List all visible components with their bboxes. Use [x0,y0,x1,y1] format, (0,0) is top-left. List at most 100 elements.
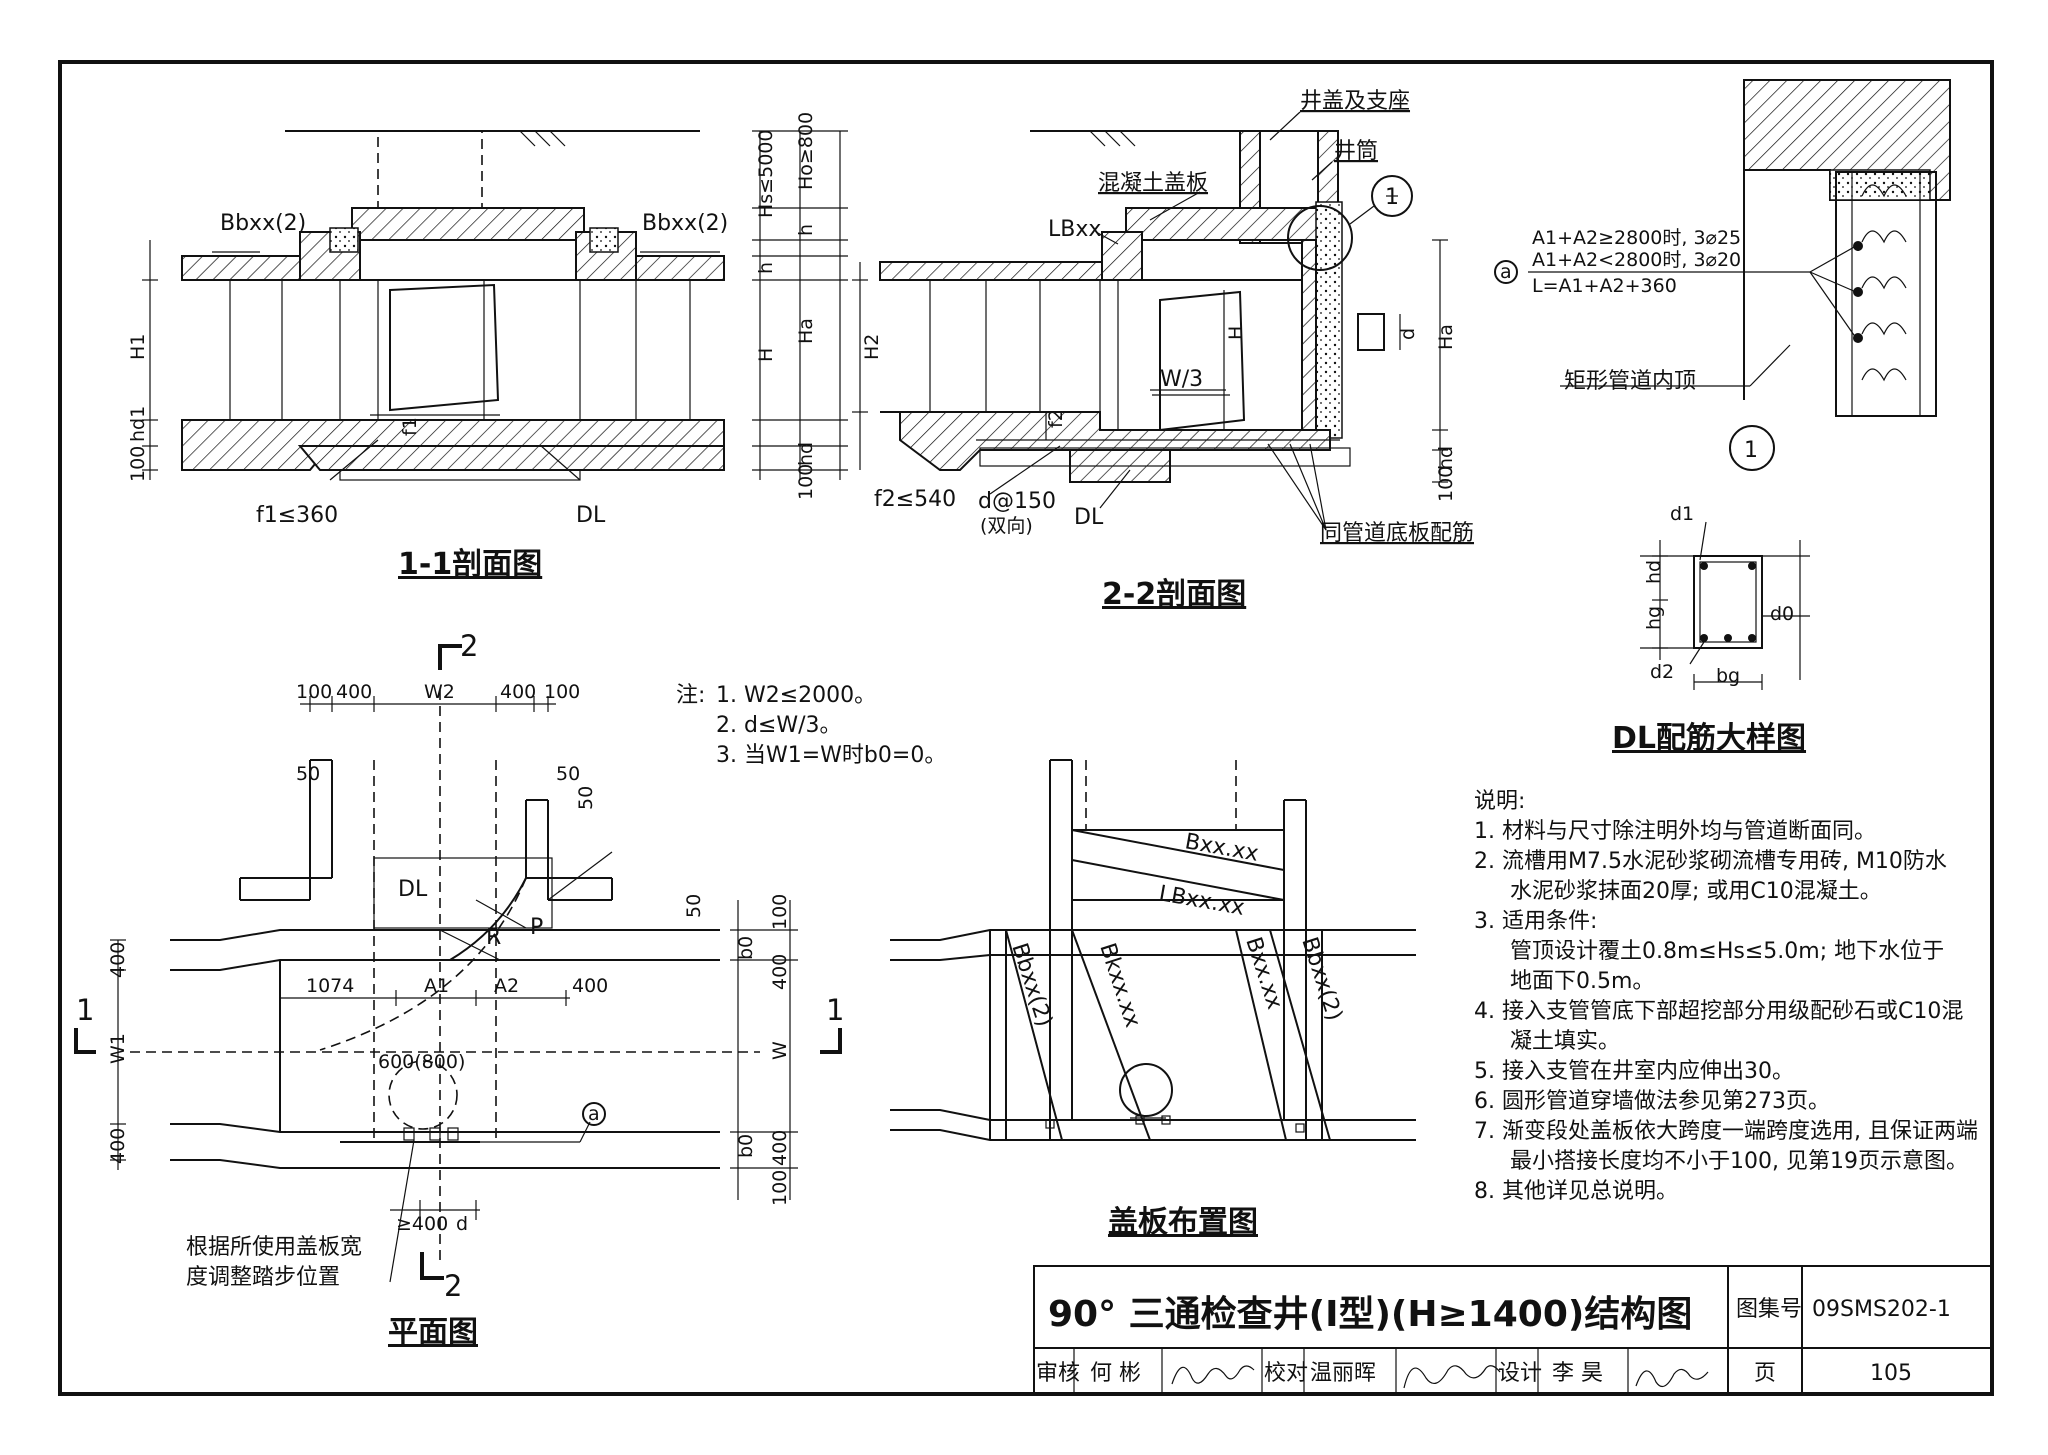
dl-d1: d1 [1670,503,1694,525]
layout-b6: Bbxx(2) [1296,934,1346,1024]
note-3: 3. 当W1=W时b0=0。 [716,743,946,768]
plan-cut-2-bottom: 2 [444,1269,462,1303]
explain-line-2: 2. 流槽用M7.5水泥砂浆砌流槽专用砖, M10防水 [1474,849,1947,874]
review-label: 审核 [1036,1361,1080,1386]
layout-b1: Bxx.xx [1183,829,1260,867]
dim-d: d [1397,328,1419,340]
explain-line-5: 管顶设计覆土0.8m≤Hs≤5.0m; 地下水位于 [1510,939,1944,964]
dim-h-small: h [795,224,817,236]
plan-a1: A1 [424,975,449,997]
dim-h2: H2 [861,334,883,360]
detail-1-drawing [1494,79,1951,471]
plan-d: d [456,1213,468,1235]
rebar-bidirectional: (双向) [980,515,1033,537]
plan-drawing [74,644,842,1283]
explain-head: 说明: [1474,789,1525,814]
shaft-label: 井筒 [1334,139,1378,164]
dl-detail-drawing [1640,521,1810,690]
title-block [1033,1265,1993,1395]
plan-dim-50b: 50 [556,763,580,785]
page-label: 页 [1754,1361,1776,1386]
detail-1-marker: 1 [1385,185,1399,210]
detail-line2: A1+A2<2800时, 3⌀20 [1532,249,1741,271]
explain-line-10: 6. 圆形管道穿墙做法参见第273页。 [1474,1089,1830,1114]
atlas-label: 图集号 [1736,1297,1802,1322]
plan-cut-1-left: 1 [76,993,94,1027]
plan-dim-50c: 50 [575,786,597,810]
dim-ho: Ho≥800 [795,112,817,190]
design-label: 设计 [1498,1361,1542,1386]
explain-line-8: 凝土填实。 [1510,1029,1620,1054]
dim-hd1: hd1 [127,406,149,442]
sheet-border [58,60,1994,1396]
dl-detail-title: DL配筋大样图 [1612,721,1806,756]
dl-bg: bg [1716,665,1740,687]
section-2-2 [852,111,1448,531]
plan-note-2: 度调整踏步位置 [186,1265,340,1290]
plan-dim-100c: 100 [769,894,791,930]
detail-line1: A1+A2≥2800时, 3⌀25 [1532,227,1741,249]
dim-hs: Hs≤5000 [755,130,777,218]
dim-100-right: 100 [795,464,817,500]
atlas-number: 09SMS202-1 [1812,1297,1951,1322]
plan-dim-400f: 400 [769,954,791,990]
cover-layout-drawing [890,759,1416,1141]
dl-label-22: DL [1074,505,1104,530]
dim-h-small2: h [755,262,777,274]
dim-w3: W/3 [1160,367,1203,392]
layout-title: 盖板布置图 [1108,1205,1258,1240]
dim-ha: Ha [795,318,817,344]
bbxx-right: Bbxx(2) [642,211,728,236]
plan-p: P [530,915,543,940]
plan-manhole: 600(800) [378,1051,465,1073]
explain-line-3: 水泥砂浆抹面20厚; 或用C10混凝土。 [1510,879,1882,904]
explain-line-11: 7. 渐变段处盖板依大跨度一端跨度选用, 且保证两端 [1474,1119,1978,1144]
reviewer-name: 何 彬 [1090,1361,1141,1386]
note-2: 2. d≤W/3。 [716,713,842,738]
plan-dim-50a: 50 [296,763,320,785]
plan-dim-1074: 1074 [306,975,354,997]
plan-dim-100a: 100 [296,681,332,703]
detail-line3: L=A1+A2+360 [1532,275,1677,297]
plan-ge400: ≥400 [396,1213,448,1235]
rebar-label: d@150 [978,489,1056,514]
explain-line-13: 8. 其他详见总说明。 [1474,1179,1678,1204]
plan-a2: A2 [494,975,519,997]
dim-hd: hd [1435,446,1457,470]
dl-hg: hg [1643,606,1665,630]
detail-top-label: 矩形管道内顶 [1564,369,1696,394]
check-label: 校对 [1264,1361,1308,1386]
explain-line-6: 地面下0.5m。 [1510,969,1654,994]
lbxx-label: LBxx [1048,217,1101,242]
detail-number: 1 [1744,438,1758,463]
slab-label: 混凝土盖板 [1098,171,1208,196]
dim-h: H [1225,326,1247,340]
dl-hd: hd [1643,560,1665,584]
plan-w: W [769,1041,791,1060]
plan-note-1: 根据所使用盖板宽 [186,1235,362,1260]
section-2-2-title: 2-2剖面图 [1102,577,1246,612]
dl-label: DL [576,503,606,528]
dim-100-left: 100 [127,446,149,482]
plan-dim-100d: 100 [769,1170,791,1206]
plan-dim-400b: 400 [500,681,536,703]
designer-name: 李 昊 [1552,1361,1603,1386]
f1-label: f1 [399,417,421,436]
plan-dim-100b: 100 [544,681,580,703]
explain-line-4: 3. 适用条件: [1474,909,1597,934]
explain-line-12: 最小搭接长度均不小于100, 见第19页示意图。 [1510,1149,1968,1174]
dl-d2: d2 [1650,661,1674,683]
note-1: 1. W2≤2000。 [716,683,876,708]
layout-b4: Bkxx.xx [1094,940,1145,1030]
bbxx-left: Bbxx(2) [220,211,306,236]
plan-dim-50d: 50 [683,894,705,918]
section-1-1-title: 1-1剖面图 [398,547,542,582]
explain-line-7: 4. 接入支管管底下部超挖部分用级配砂石或C10混 [1474,999,1963,1024]
explain-line-9: 5. 接入支管在井室内应伸出30。 [1474,1059,1794,1084]
plan-dim-400g: 400 [769,1130,791,1166]
note-head: 注: [676,683,705,708]
dim-h1: H1 [127,334,149,360]
plan-title: 平面图 [388,1315,478,1350]
plan-w1: W1 [107,1033,129,1064]
dim-h-big: H [755,348,777,362]
